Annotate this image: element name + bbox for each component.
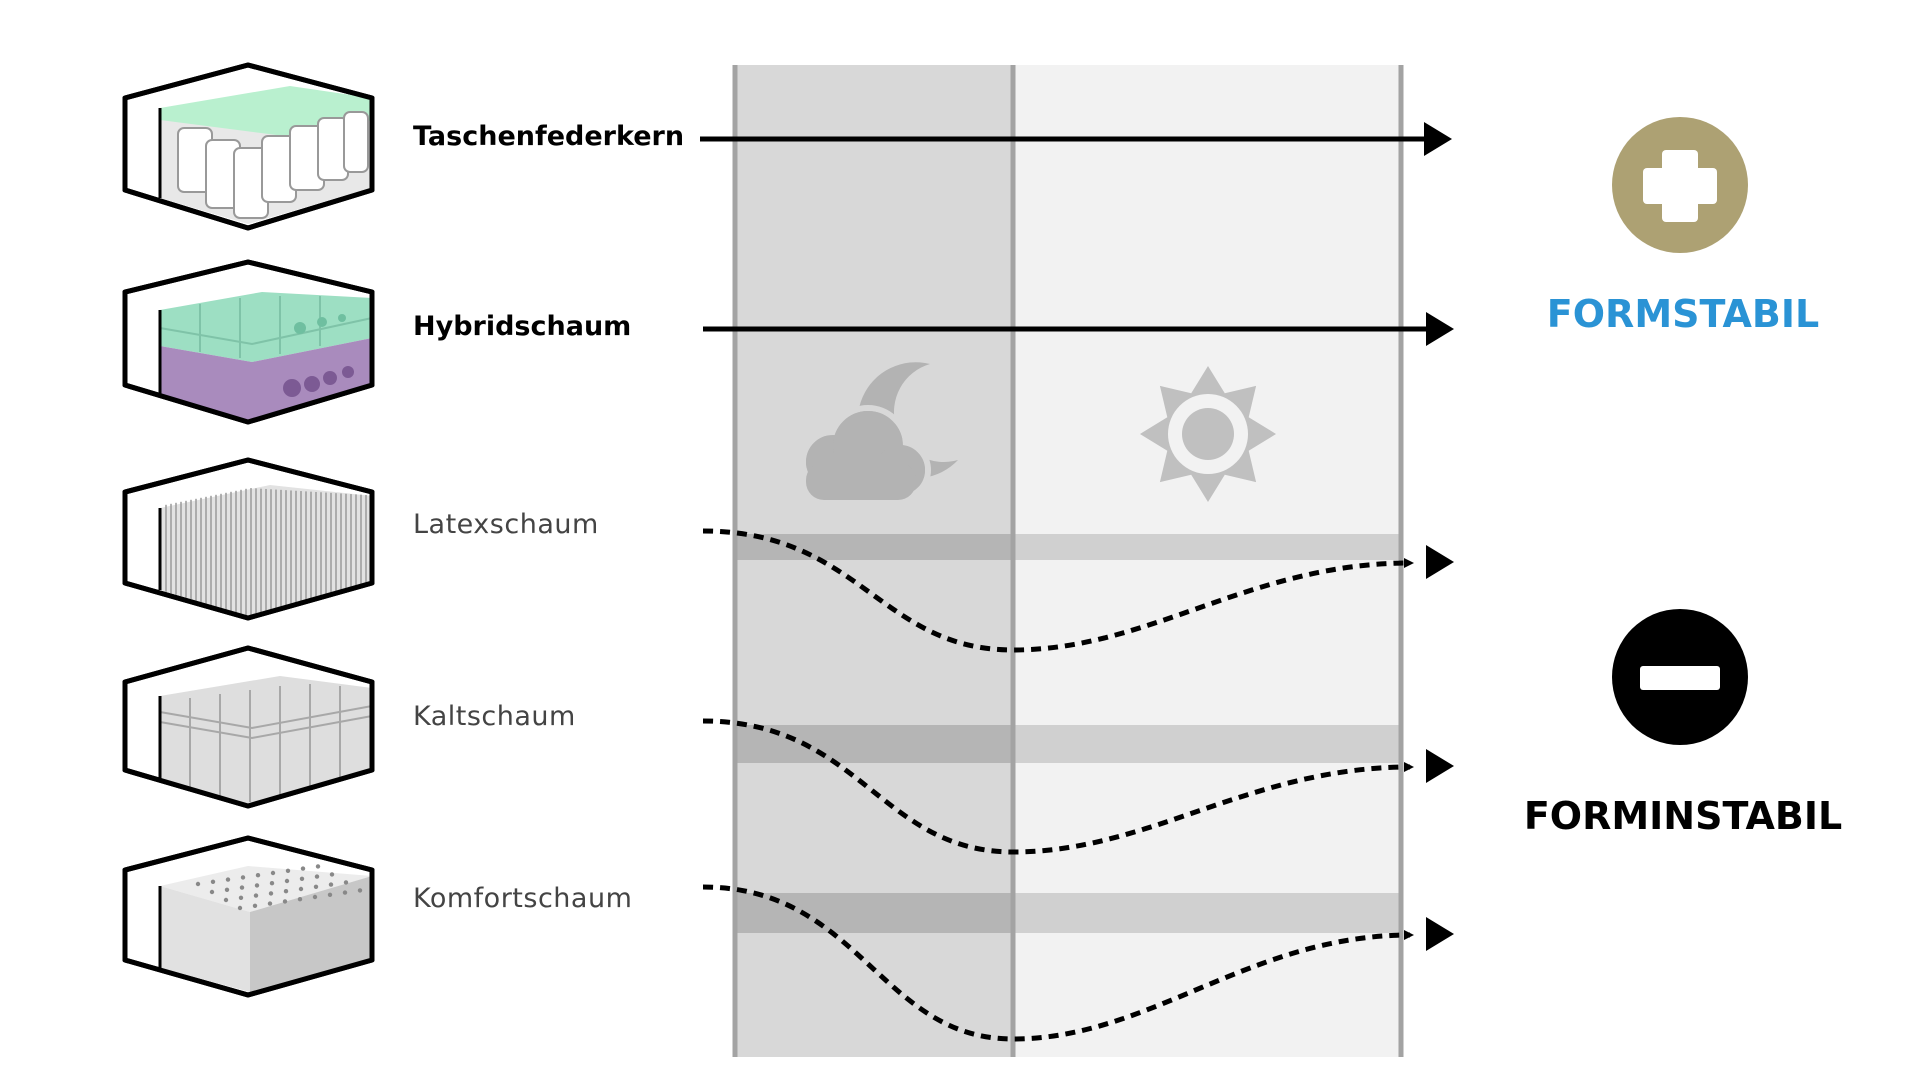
cold-foam-mattress-icon <box>122 645 375 809</box>
phase-background-night <box>733 65 1013 1057</box>
hybrid-foam-mattress-icon <box>122 259 375 425</box>
phase-background-day <box>1013 65 1401 1057</box>
flow-lines <box>700 134 1444 1042</box>
latex-foam-mattress-icon <box>122 457 375 621</box>
pocket-spring-mattress-icon <box>122 62 375 231</box>
flow-line-komfortschaum <box>702 884 1414 1042</box>
sun-icon <box>1140 366 1276 502</box>
compression-band-komfort <box>733 893 1401 933</box>
plus-circle-icon <box>1612 117 1748 253</box>
flow-line-kaltschaum <box>702 718 1414 855</box>
moon-cloud-icon <box>800 362 958 503</box>
minus-circle-icon <box>1612 609 1748 745</box>
comfort-foam-mattress-icon <box>122 835 375 998</box>
material-label-komfortschaum: Komfortschaum <box>413 883 633 914</box>
arrow-heads <box>1424 122 1454 951</box>
material-label-kaltschaum: Kaltschaum <box>413 701 576 732</box>
compression-band-kaltschaum <box>733 725 1401 763</box>
flow-line-latexschaum <box>702 528 1414 653</box>
material-label-hybridschaum: Hybridschaum <box>413 311 632 342</box>
category-label-forminstabil: FORMINSTABIL <box>1523 794 1843 838</box>
material-label-taschenfederkern: Taschenfederkern <box>413 121 685 152</box>
category-label-formstabil: FORMSTABIL <box>1546 292 1820 336</box>
compression-band-latex <box>733 534 1401 560</box>
material-label-latexschaum: Latexschaum <box>413 509 599 540</box>
